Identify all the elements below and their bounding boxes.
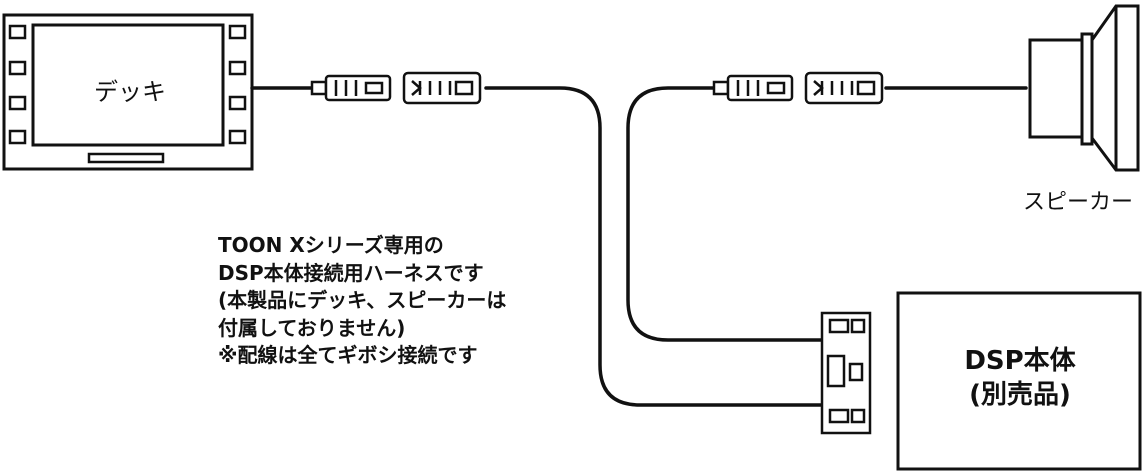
description-line: DSP本体接続用ハーネスです (218, 260, 484, 285)
deck-buttons-right (228, 24, 247, 145)
harness-wires (250, 86, 1028, 407)
dsp-to-speaker-cable (626, 86, 824, 342)
deck-to-dsp-cable (484, 86, 824, 407)
description-line: TOON Xシリーズ専用の (218, 233, 444, 257)
speaker-male-connector (712, 74, 794, 102)
speaker-label: スピーカー (1022, 190, 1133, 215)
dsp-unit-label: DSP本体 (別売品) (900, 344, 1140, 412)
speaker-female-connector (804, 71, 884, 105)
speaker-illustration (1028, 4, 1140, 172)
description-line: 付属しておりません) (218, 315, 406, 340)
description-line: ※配線は全てギボシ接続です (218, 343, 478, 367)
deck-label: デッキ (94, 78, 166, 106)
dsp-unit-title: DSP本体 (964, 346, 1076, 376)
dsp-coupler-connector (820, 311, 872, 435)
deck-buttons-left (8, 24, 27, 145)
description-line: (本製品にデッキ、スピーカーは (218, 288, 507, 312)
dsp-unit-note: (別売品) (969, 380, 1071, 410)
deck-illustration (2, 13, 254, 171)
dsp-unit-illustration (896, 291, 1142, 471)
harness-description: TOON Xシリーズ専用の DSP本体接続用ハーネスです (本製品にデッキ、スピ… (218, 232, 506, 370)
deck-male-connector (310, 74, 392, 102)
deck-female-connector (402, 71, 482, 105)
